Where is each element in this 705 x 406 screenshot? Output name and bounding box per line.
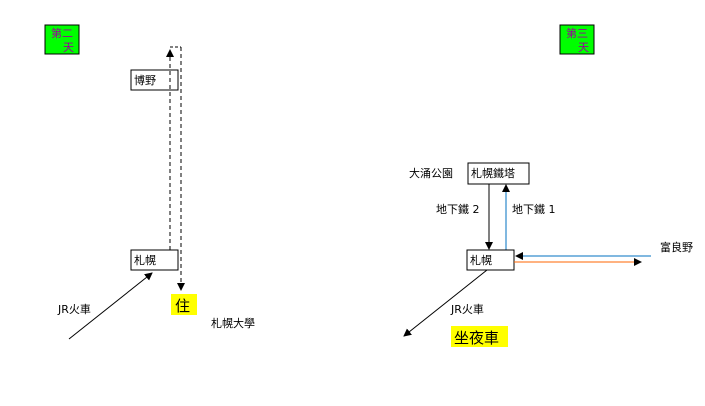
stay-highlight: 住 [171,294,197,315]
station-box-sapporo-day2: 札幌 [130,249,179,271]
jr-train-arrow [68,272,153,340]
day2-badge-line2: 天 [63,41,74,54]
day3-badge-line1: 第三 [566,26,588,40]
jr-train-label: JR火車 [57,302,91,316]
park-label: 大涌公園 [409,166,453,180]
station-box-tv-tower: 札幌鐵塔 [467,162,530,185]
furano-label: 富良野 [660,240,693,254]
university-label: 札幌大學 [211,316,255,330]
station-box-sapporo-day3: 札幌 [466,249,515,271]
day2-badge-line1: 第二 [51,26,73,40]
station-box-hakuya: 博野 [130,69,179,91]
day3-badge-line2: 天 [578,41,589,54]
night-train-label: 坐夜車 [454,329,499,347]
station-label: 札幌 [470,253,492,267]
station-label: 博野 [134,74,156,87]
night-train-highlight: 坐夜車 [451,326,508,347]
jr-train-arrow-day3 [403,269,488,337]
station-label: 札幌 [134,253,156,267]
day2-badge: 第二 天 [44,24,80,55]
station-label: 札幌鐵塔 [471,166,515,180]
day3-badge: 第三 天 [559,24,595,55]
jr-train-label-day3: JR火車 [450,302,484,316]
subway1-label: 地下鐵 1 [512,202,556,216]
stay-label: 住 [175,297,190,315]
subway2-label: 地下鐵 2 [436,202,480,216]
